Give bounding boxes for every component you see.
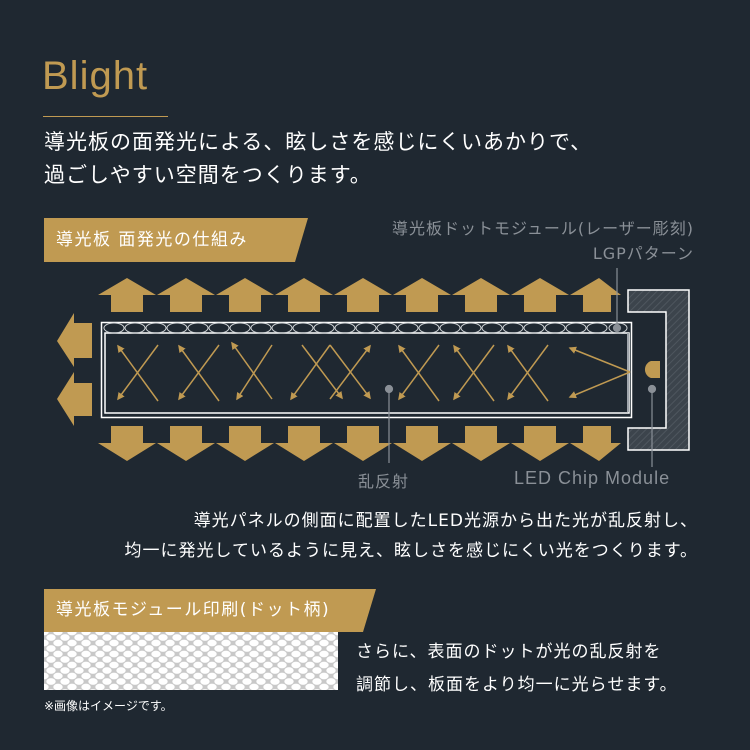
panel-outer: [100, 321, 633, 419]
down-arrows: [98, 426, 621, 461]
label-scatter: 乱反射: [358, 472, 410, 491]
brand-underline: [43, 116, 168, 117]
lead-text: 導光板の面発光による、眩しさを感じにくいあかりで、 過ごしやすい空間をつくります…: [44, 126, 592, 192]
image-note: ※画像はイメージです。: [44, 699, 173, 713]
dot-description-line-2: 調節し、板面をより均一に光らせます。: [356, 675, 678, 695]
led-housing: [627, 289, 690, 451]
label-led-chip: LED Chip Module: [514, 468, 671, 488]
description-line-1: 導光パネルの側面に配置したLED光源から出た光が乱反射し、: [193, 511, 698, 531]
scatter-rays: [117, 341, 631, 402]
lead-line-2: 過ごしやすい空間をつくります。: [44, 163, 372, 187]
dot-layer: [103, 322, 628, 334]
dot-description-line-1: さらに、表面のドットが光の乱反射を: [356, 642, 662, 662]
lead-line-1: 導光板の面発光による、眩しさを感じにくいあかりで、: [44, 130, 593, 154]
dot-pattern-image: [44, 632, 338, 690]
description-line-2: 均一に発光しているように見え、眩しさを感じにくい光をつくります。: [124, 541, 698, 561]
brand-title: Blight: [42, 54, 149, 98]
dot-description: さらに、表面のドットが光の乱反射を 調節し、板面をより均一に光らせます。: [356, 636, 678, 702]
label-lgp-module: 導光板ドットモジュール(レーザー彫刻): [391, 219, 694, 238]
led-chip: [644, 361, 660, 378]
panel-inner: [104, 332, 630, 414]
left-arrows: [57, 313, 92, 426]
up-arrows: [98, 278, 621, 312]
label-lgp-pattern: LGPパターン: [592, 244, 694, 263]
section-ribbon-mechanism: 導光板 面発光の仕組み: [44, 218, 308, 262]
section-ribbon-dot-print: 導光板モジュール印刷(ドット柄): [44, 589, 376, 632]
mechanism-description: 導光パネルの側面に配置したLED光源から出た光が乱反射し、 均一に発光しているよ…: [125, 506, 698, 566]
